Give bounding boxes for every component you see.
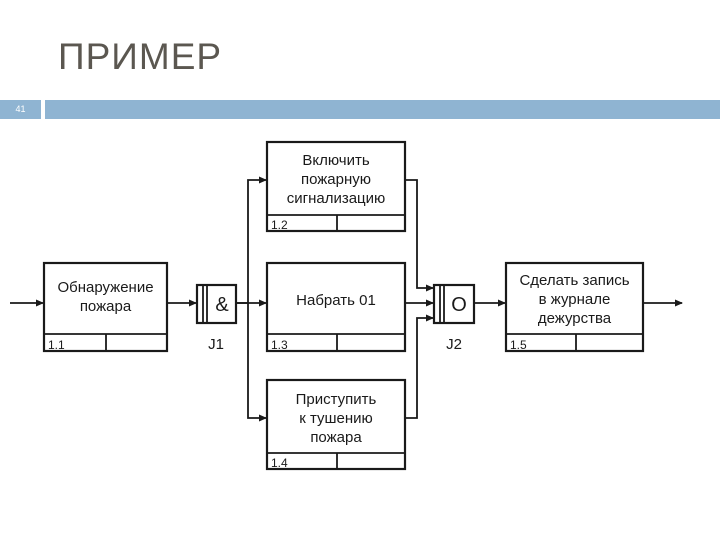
box-label: Сделать запись bbox=[519, 272, 629, 289]
box-number: 1.4 bbox=[271, 456, 288, 470]
box-label: пожара bbox=[80, 298, 132, 315]
uow-box-1-1: Обнаружение пожара 1.1 bbox=[42, 261, 169, 353]
slide-number: 41 bbox=[0, 100, 41, 119]
junction-j2: O J2 bbox=[432, 283, 476, 353]
junction-label: J2 bbox=[446, 336, 462, 353]
box-label: в журнале bbox=[539, 291, 611, 308]
box-label: Обнаружение bbox=[57, 279, 153, 296]
junction-symbol: & bbox=[215, 294, 229, 316]
box-number: 1.2 bbox=[271, 218, 288, 232]
junction-symbol: O bbox=[451, 294, 467, 316]
box-label: Включить bbox=[302, 152, 369, 169]
box-label: сигнализацию bbox=[287, 190, 386, 207]
header-rule bbox=[45, 100, 720, 119]
uow-box-1-2: Включить пожарную сигнализацию 1.2 bbox=[265, 140, 407, 233]
arrow-j1-to-1-4 bbox=[247, 303, 267, 422]
box-label: Набрать 01 bbox=[296, 292, 376, 309]
uow-box-1-3: Набрать 01 1.3 bbox=[265, 261, 407, 353]
junction-label: J1 bbox=[208, 336, 224, 353]
box-label: пожарную bbox=[301, 171, 371, 188]
box-label: дежурства bbox=[538, 310, 612, 327]
box-label: Приступить bbox=[296, 391, 377, 408]
arrow-1-4-to-j2 bbox=[405, 314, 434, 419]
uow-box-1-5: Сделать запись в журнале дежурства 1.5 bbox=[504, 261, 645, 353]
junction-j1: & J1 bbox=[195, 283, 238, 353]
slide-title: ПРИМЕР bbox=[58, 36, 223, 77]
box-label: к тушению bbox=[299, 410, 373, 427]
box-number: 1.3 bbox=[271, 338, 288, 352]
box-label: пожара bbox=[310, 429, 362, 446]
uow-box-1-4: Приступить к тушению пожара 1.4 bbox=[265, 378, 407, 471]
box-number: 1.1 bbox=[48, 338, 65, 352]
connectors bbox=[10, 176, 683, 422]
arrow-1-2-to-j2 bbox=[405, 179, 434, 292]
arrow-j1-to-1-2 bbox=[236, 176, 267, 304]
box-number: 1.5 bbox=[510, 338, 527, 352]
